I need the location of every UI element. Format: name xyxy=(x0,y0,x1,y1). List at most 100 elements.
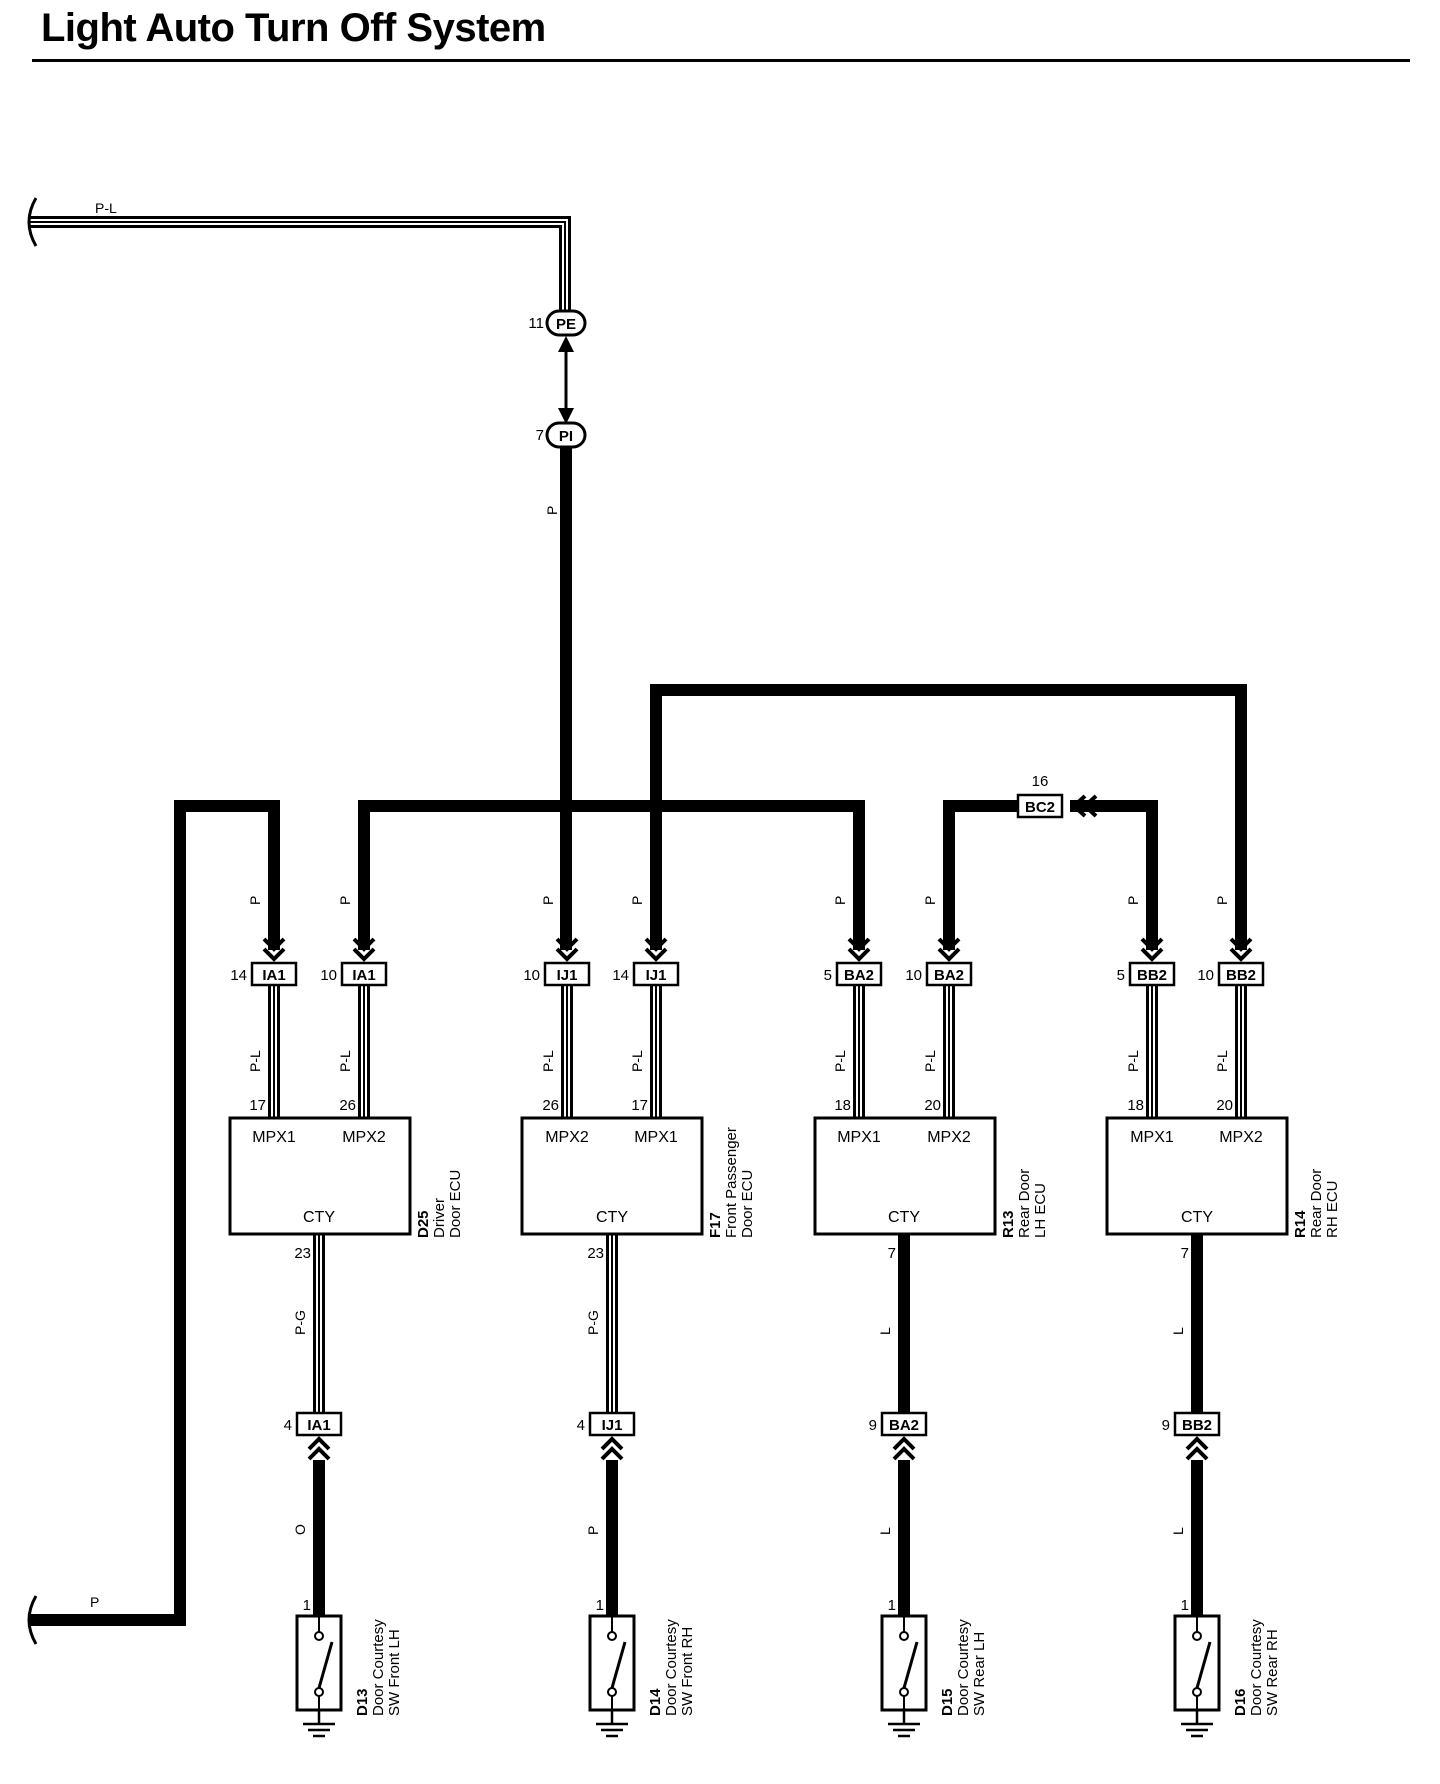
pin-number: 1 xyxy=(1181,1597,1189,1614)
pin-number: 9 xyxy=(869,1417,877,1434)
chevron-stroke xyxy=(1229,947,1253,962)
pin-number: 7 xyxy=(536,427,544,444)
pin-number: 23 xyxy=(587,1245,604,1262)
connector-ba2: BA2 xyxy=(880,1411,928,1437)
chevron-stroke xyxy=(352,937,376,952)
chevron-up-icon xyxy=(600,1436,624,1461)
connector-ia1: IA1 xyxy=(340,961,388,987)
pin-number: 7 xyxy=(888,1245,896,1262)
switch-name-line: SW Rear RH xyxy=(1264,1629,1281,1716)
splice-connector-bc2: BC2 xyxy=(1016,793,1064,819)
switch-contact xyxy=(314,1631,324,1641)
connector-name: IJ1 xyxy=(557,967,578,984)
switch-name-line: Door Courtesy xyxy=(955,1619,972,1716)
ecu-id: D25 xyxy=(415,1210,432,1238)
connector-ij1: IJ1 xyxy=(543,961,591,987)
switch-blade xyxy=(1195,1641,1212,1689)
chevron-stroke xyxy=(555,937,579,952)
chevron-stroke xyxy=(892,1446,916,1461)
ecu-box xyxy=(228,1116,412,1236)
connector-outline xyxy=(1217,961,1265,987)
pin-number: 5 xyxy=(1117,967,1125,984)
inline-connector-pe: PE xyxy=(545,309,587,337)
pin-number: 17 xyxy=(249,1097,266,1114)
ecu-id: R14 xyxy=(1292,1210,1309,1238)
ecu-terminal-label: CTY xyxy=(596,1209,628,1226)
ecu-terminal-label: CTY xyxy=(888,1209,920,1226)
connector-outline xyxy=(1173,1411,1221,1437)
title-rule xyxy=(32,59,1410,62)
ecu-terminal-label: MPX1 xyxy=(837,1129,881,1146)
switch-name-line: SW Front LH xyxy=(386,1629,403,1716)
chevron-down-icon xyxy=(644,937,668,962)
wire-color-label: L xyxy=(877,1327,893,1335)
ecu-name-line: Door ECU xyxy=(739,1170,756,1238)
wire-stripe-gap xyxy=(30,219,568,322)
connector-name: BB2 xyxy=(1182,1417,1212,1434)
wire-color-label: P-L xyxy=(1214,1050,1230,1072)
chevron-down-icon xyxy=(937,937,961,962)
pin-number: 20 xyxy=(924,1097,941,1114)
chevron-up-icon xyxy=(1185,1436,1209,1461)
connector-ia1: IA1 xyxy=(250,961,298,987)
wire-bus-main xyxy=(358,800,865,950)
pin-number: 9 xyxy=(1162,1417,1170,1434)
wire-color-label: P xyxy=(629,896,645,905)
chevron-stroke xyxy=(644,937,668,952)
connector-bb2: BB2 xyxy=(1173,1411,1221,1437)
connector-outline xyxy=(1016,793,1064,819)
pin-number: 26 xyxy=(542,1097,559,1114)
inline-connector-pi: PI xyxy=(545,421,587,449)
chevron-stroke xyxy=(600,1446,624,1461)
chevron-down-icon xyxy=(555,937,579,962)
chevron-stroke xyxy=(847,947,871,962)
wire-color-label: P xyxy=(540,896,556,905)
door-courtesy-switch xyxy=(588,1614,636,1712)
switch-name-line: Door Courtesy xyxy=(370,1619,387,1716)
wire-bus-bc2-left xyxy=(943,800,1030,950)
wire-color-label: P-G xyxy=(585,1310,601,1335)
chevron-stroke xyxy=(1140,947,1164,962)
chevron-stroke xyxy=(1185,1446,1209,1461)
wire-color-label: P-L xyxy=(629,1050,645,1072)
chevron-stroke xyxy=(1140,937,1164,952)
chevron-up-icon xyxy=(892,1436,916,1461)
wire-color-label: P xyxy=(585,1526,601,1535)
pin-number: 10 xyxy=(1197,967,1214,984)
pin-number: 1 xyxy=(303,1597,311,1614)
ecu-terminal-label: CTY xyxy=(303,1209,335,1226)
switch-id: D15 xyxy=(939,1688,956,1716)
chevron-stroke xyxy=(307,1446,331,1461)
ecu-terminal-label: MPX1 xyxy=(634,1129,678,1146)
chevron-stroke xyxy=(937,937,961,952)
pin-number: 1 xyxy=(888,1597,896,1614)
pin-number: 4 xyxy=(577,1417,585,1434)
chevron-stroke xyxy=(1082,794,1098,818)
wire-color-label: P xyxy=(247,896,263,905)
switch-contact xyxy=(899,1687,909,1697)
connector-name: IA1 xyxy=(352,967,375,984)
chevron-stroke xyxy=(937,947,961,962)
switch-id: D14 xyxy=(647,1688,664,1716)
wire-color-label: P xyxy=(1214,896,1230,905)
chevron-stroke xyxy=(262,937,286,952)
ecu-id: R13 xyxy=(1000,1210,1017,1238)
door-courtesy-switch xyxy=(1173,1614,1221,1712)
switch-name-line: Door Courtesy xyxy=(1248,1619,1265,1716)
connector-ia1: IA1 xyxy=(295,1411,343,1437)
connector-outline xyxy=(545,421,587,449)
switch-name-line: SW Rear LH xyxy=(971,1632,988,1716)
switch-blade xyxy=(317,1641,334,1689)
connector-name: BA2 xyxy=(934,967,964,984)
chevron-stroke xyxy=(1229,937,1253,952)
chevron-stroke xyxy=(555,947,579,962)
arrow-up-icon xyxy=(558,336,574,352)
switch-contact xyxy=(1192,1687,1202,1697)
ecu-box xyxy=(813,1116,997,1236)
wire-bus-upper xyxy=(650,684,1247,950)
connector-name: IA1 xyxy=(307,1417,330,1434)
ecu-terminal-label: MPX2 xyxy=(1219,1129,1263,1146)
chevron-stroke xyxy=(352,947,376,962)
